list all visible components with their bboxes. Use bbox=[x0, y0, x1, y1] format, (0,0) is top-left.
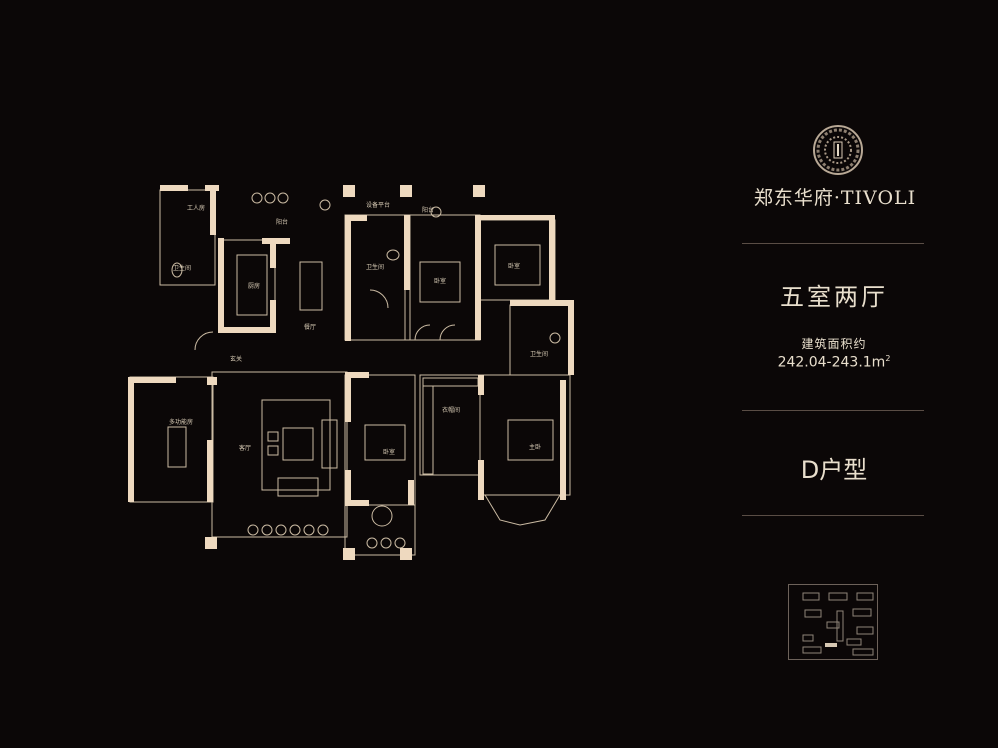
site-key-plan-icon bbox=[788, 584, 878, 660]
room-label-equipment-platform: 设备平台 bbox=[366, 202, 391, 209]
room-label-bath-2: 卫生间 bbox=[366, 264, 385, 271]
divider bbox=[742, 243, 924, 244]
brand-name: 郑东华府·TIVOLI bbox=[753, 187, 917, 209]
room-label-entry: 玄关 bbox=[230, 356, 243, 363]
room-label-bedroom-3: 卧室 bbox=[383, 449, 396, 456]
room-label-dining: 餐厅 bbox=[304, 324, 317, 331]
divider bbox=[742, 515, 924, 516]
room-label-closet: 衣帽间 bbox=[442, 407, 461, 414]
room-label-bedroom-2: 卧室 bbox=[508, 263, 521, 270]
room-label-bath-1: 卫生间 bbox=[173, 265, 192, 272]
room-label-master-bedroom: 主卧 bbox=[529, 444, 542, 451]
area-unit-sup: 2 bbox=[885, 354, 891, 363]
room-label-bedroom-1: 卧室 bbox=[434, 278, 447, 285]
room-label-kitchen: 厨房 bbox=[248, 283, 261, 290]
area-value-text: 242.04-243.1m bbox=[777, 354, 886, 371]
room-label-living: 客厅 bbox=[239, 445, 252, 452]
layout-title: 五室两厅 bbox=[780, 283, 888, 311]
room-label-worker-room: 工人房 bbox=[187, 205, 206, 212]
divider bbox=[742, 410, 924, 411]
room-label-balcony-2: 阳台 bbox=[422, 207, 435, 214]
room-label-multi-room: 多功能房 bbox=[169, 419, 194, 426]
unit-type: D户型 bbox=[800, 456, 868, 484]
area-value: 242.04-243.1m2 bbox=[740, 354, 928, 371]
ornamental-medallion-icon bbox=[812, 124, 864, 176]
room-label-bath-3: 卫生间 bbox=[530, 351, 549, 358]
area-label: 建筑面积约 bbox=[801, 337, 867, 351]
room-label-balcony-1: 阳台 bbox=[276, 219, 289, 226]
